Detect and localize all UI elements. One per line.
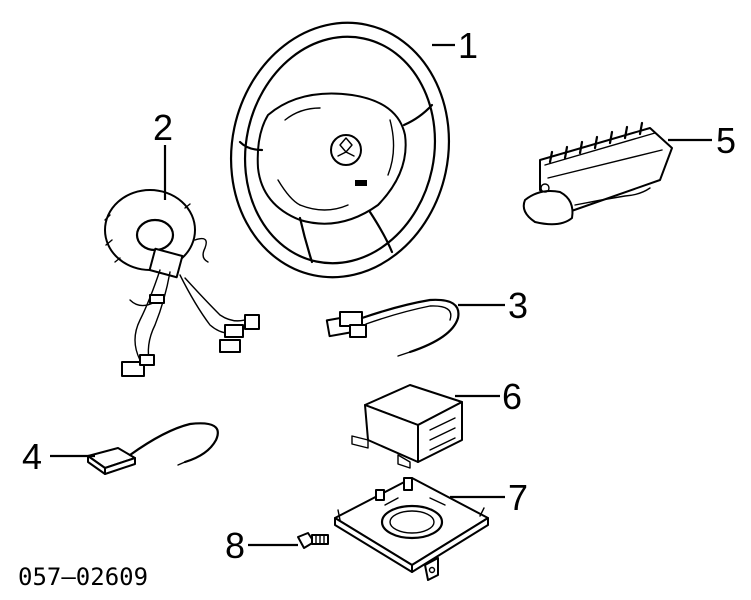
- callout-1: 1: [458, 25, 478, 66]
- sensor-harness-illustration: [325, 298, 460, 357]
- callout-6: 6: [502, 376, 522, 417]
- callout-3: 3: [508, 285, 528, 326]
- callout-7: 7: [508, 477, 528, 518]
- callout-2: 2: [153, 107, 173, 148]
- bracket-illustration: [334, 477, 489, 581]
- callout-4: 4: [22, 436, 42, 477]
- sensor-lead-illustration: [87, 422, 219, 475]
- reference-code: 057–02609: [18, 563, 148, 591]
- bolt-illustration: [297, 532, 329, 549]
- callout-5: 5: [716, 120, 736, 161]
- airbag-module-illustration: [522, 121, 673, 226]
- clock-spring-illustration: [104, 189, 260, 377]
- control-unit-illustration: [351, 384, 463, 469]
- callout-8: 8: [225, 525, 245, 566]
- steering-wheel-illustration: [229, 21, 451, 279]
